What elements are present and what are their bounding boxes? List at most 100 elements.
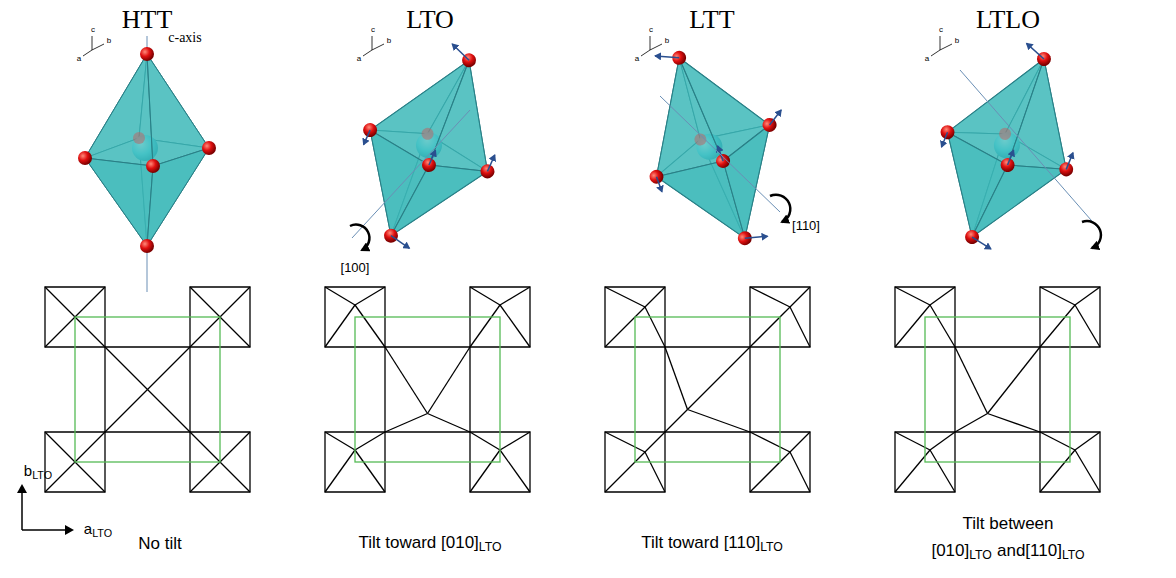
axis-triad [931, 36, 952, 56]
text-label: b [107, 36, 111, 45]
label: a [77, 54, 81, 63]
lattice-axes [22, 486, 72, 530]
octahedron-edge [45, 317, 75, 347]
text-label: a [635, 54, 639, 63]
octahedron-edge [605, 452, 645, 492]
displacement-arrow [718, 146, 723, 161]
rotation-axis [960, 70, 1098, 228]
oxygen-atom [761, 116, 779, 134]
displacement-arrow [942, 132, 948, 147]
octahedron-edge [1075, 287, 1100, 305]
axis-line [372, 36, 373, 50]
octahedra-lattice [45, 287, 250, 492]
octahedron-face [915, 132, 1011, 239]
oxygen-atom [140, 239, 154, 253]
octahedra-lattice [325, 287, 530, 492]
displacement-arrow [364, 130, 371, 145]
octahedron-edge [470, 450, 500, 492]
label: a [925, 54, 929, 63]
octahedron-edge [190, 287, 220, 317]
octahedron-edge [688, 410, 751, 433]
octahedron-projection [665, 347, 750, 432]
unit-cell [925, 317, 1070, 462]
unit-cell [75, 317, 220, 462]
lattices [45, 287, 1100, 492]
octahedron-edge [645, 287, 665, 307]
axis-line [363, 50, 372, 56]
label: c-axis [168, 30, 201, 45]
label: b [387, 36, 391, 45]
octahedron-edge [325, 450, 355, 492]
label: [100] [341, 260, 370, 275]
text-label: No tilt [138, 534, 181, 554]
axis-line [940, 44, 952, 50]
displacement-arrow [745, 231, 768, 244]
subscript: LTO [1062, 548, 1085, 562]
octahedron [905, 26, 1110, 270]
octahedron-edge [355, 287, 385, 305]
octahedron-face [85, 54, 153, 166]
displacement-arrow [1024, 43, 1047, 59]
label: Tilt toward [010] [359, 533, 479, 552]
oxygen-atom [420, 126, 436, 142]
text-label: LTO [406, 5, 454, 35]
label: b [107, 36, 111, 45]
text-label: a [357, 54, 361, 63]
label: c [91, 25, 95, 34]
octahedron-edge [1075, 450, 1100, 492]
octahedron-edge [645, 432, 665, 452]
rotation-arc [770, 195, 790, 222]
octahedron-edge [930, 450, 955, 492]
octahedron-edge [750, 307, 790, 347]
octahedron-edge [1075, 305, 1100, 347]
octahedron-edge [355, 305, 385, 347]
label: LTLO [976, 5, 1040, 34]
label: b [955, 36, 959, 45]
octahedron-edge [895, 287, 930, 305]
octahedron-edge [105, 390, 148, 433]
text-label: c [939, 25, 943, 34]
label: b [665, 36, 669, 45]
rotation-axis [660, 96, 780, 212]
displacement-arrow [971, 237, 993, 249]
text-label: HTT [122, 5, 173, 35]
text-label: c [649, 25, 653, 34]
octahedron-edge [355, 450, 385, 492]
oxygen-atom [693, 132, 708, 147]
axis-line [931, 50, 940, 56]
octahedron-edge [605, 432, 645, 452]
octahedron-edge [605, 287, 645, 307]
unit-cell [635, 317, 780, 462]
rotation-axis [352, 110, 470, 238]
displacement-arrow [487, 155, 494, 171]
text-label: c-axis [168, 30, 201, 46]
axis-line [92, 44, 104, 50]
octahedron-edge [988, 347, 1041, 414]
text-label: Tilt between [962, 514, 1053, 534]
octahedron-projection [955, 347, 1040, 432]
oxygen-atom [133, 132, 145, 144]
octahedron-edge [988, 414, 1041, 433]
text-label: bLTO [24, 462, 52, 481]
subscript: LTO [760, 540, 783, 554]
label: Tilt between [962, 514, 1053, 533]
octahedron-face [391, 146, 488, 261]
octahedra [78, 22, 1111, 292]
text-label: a [925, 54, 929, 63]
octahedron-edge [645, 307, 665, 347]
octahedron-edge [500, 287, 530, 305]
octahedron-edge [75, 462, 105, 492]
oxygen-atom [78, 151, 92, 165]
oxygen-atom [938, 123, 956, 141]
octahedron-edge [500, 305, 530, 347]
label: c [939, 25, 943, 34]
text-label: b [387, 36, 391, 45]
text-label: [100] [341, 261, 370, 276]
label: c [371, 25, 375, 34]
label: LTT [689, 5, 734, 34]
octahedron-edge [955, 414, 988, 433]
octahedron-edge [45, 287, 75, 317]
rotation-arc [1082, 221, 1101, 248]
octahedron-edge [385, 347, 428, 414]
text-label: b [955, 36, 959, 45]
